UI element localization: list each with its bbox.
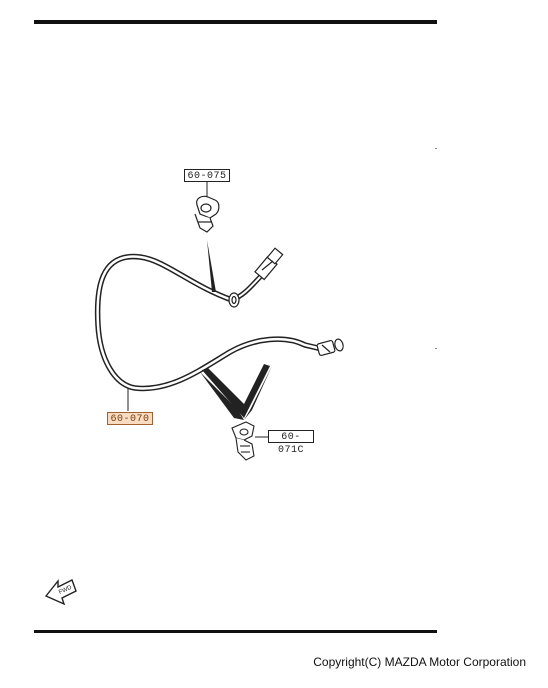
top-rule [34, 20, 437, 24]
part-label-60-070[interactable]: 60-070 [107, 412, 153, 425]
sensor-connector [316, 338, 344, 357]
wire-harness [94, 253, 325, 392]
pointer-a-60-071c [200, 372, 244, 420]
clamp-60-071c [231, 421, 255, 461]
grommet [228, 292, 240, 308]
pointer-b-60-071c [244, 366, 272, 420]
upper-connector [254, 247, 284, 281]
part-label-60-071c[interactable]: 60-071C [268, 430, 314, 456]
pointer-60-075 [207, 240, 216, 292]
edge-mark [435, 148, 437, 149]
clip-60-075 [194, 195, 220, 233]
fwd-arrow-icon: FWD [44, 579, 77, 606]
fwd-arrow-text: FWD [58, 584, 74, 595]
copyright-text: Copyright(C) MAZDA Motor Corporation [313, 655, 526, 669]
bottom-rule [34, 630, 437, 633]
part-label-60-075[interactable]: 60-075 [184, 169, 230, 182]
edge-mark [435, 348, 437, 349]
